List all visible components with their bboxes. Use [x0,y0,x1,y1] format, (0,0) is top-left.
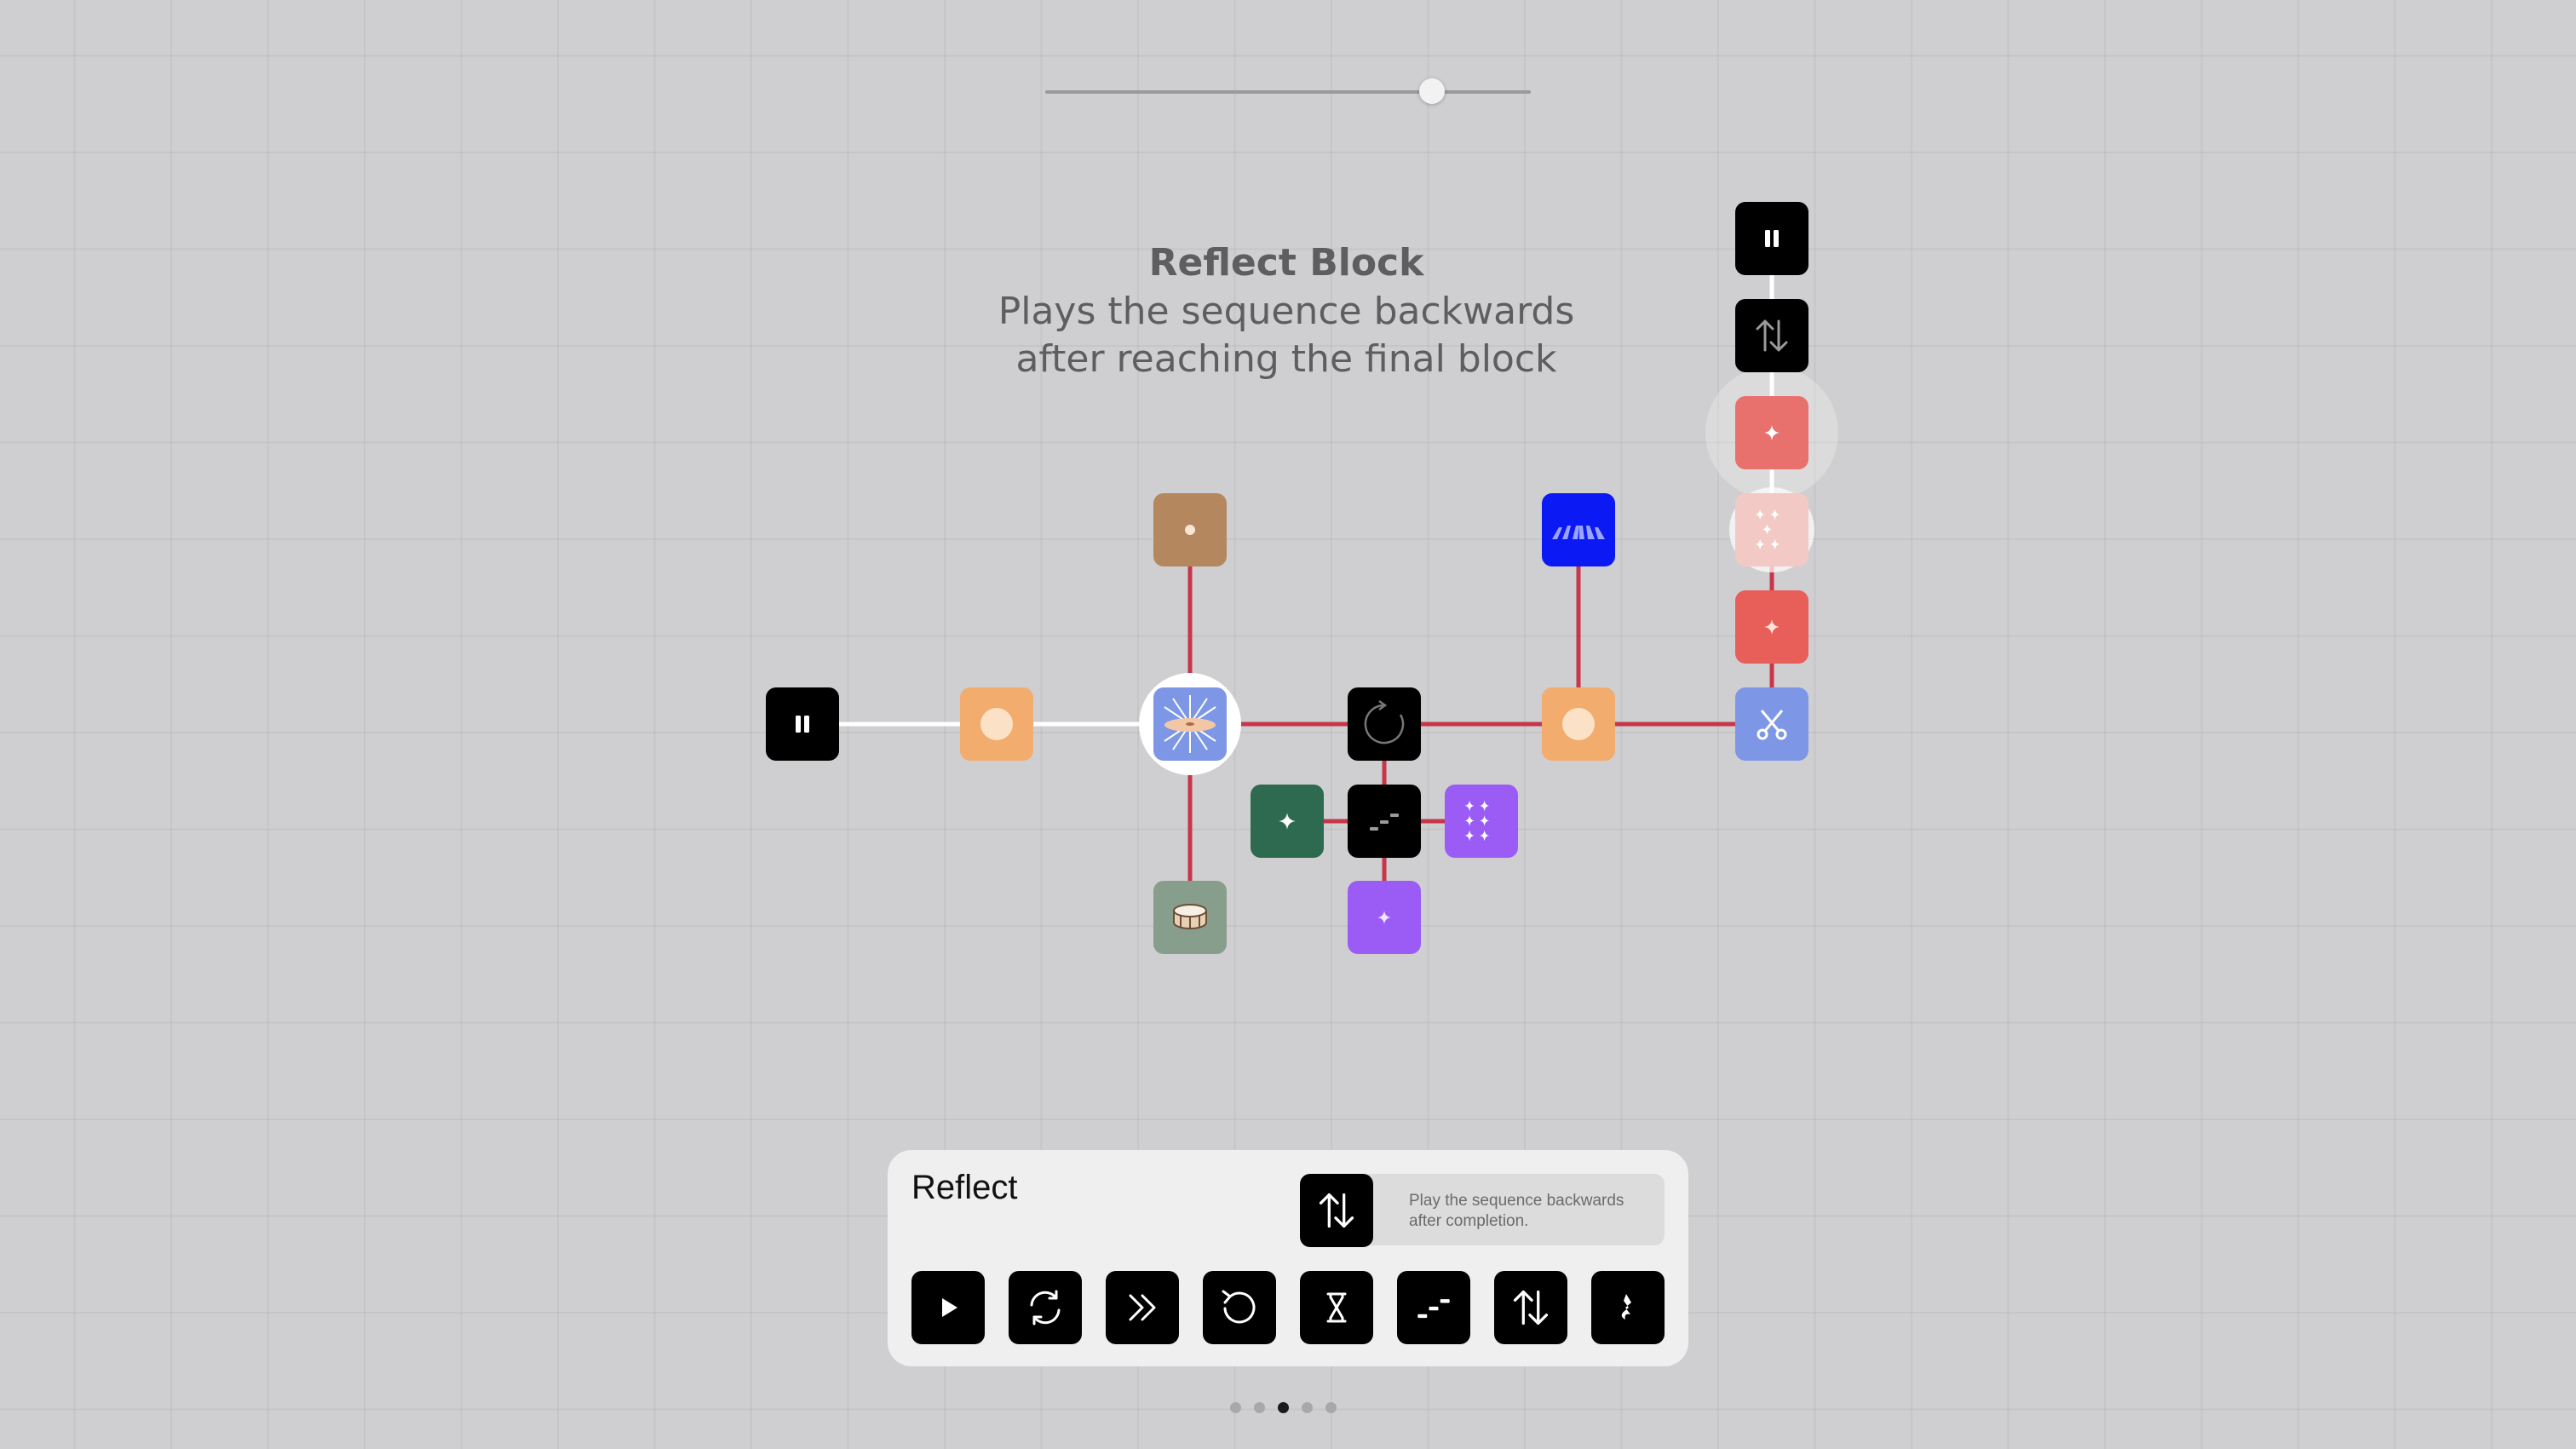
ramp-block[interactable] [1348,785,1421,858]
block-description-line-1: Plays the sequence backwards [998,290,1575,333]
tone-block-brown[interactable] [1153,493,1227,566]
pause-icon [1765,230,1779,247]
block-info-header: Reflect Block Plays the sequence backwar… [903,239,1670,383]
tone-block-orange[interactable] [1542,687,1615,761]
page-dot[interactable] [1302,1402,1313,1413]
tone-block-orange[interactable] [960,687,1033,761]
loop-icon [1030,1290,1061,1325]
pause-block[interactable] [766,687,839,761]
cymbal-block[interactable] [1153,687,1227,761]
rest-icon [1621,1294,1631,1320]
reflect-icon [1319,1193,1354,1228]
block-palette-panel: Reflect Play the sequence backwards afte… [888,1150,1688,1366]
hourglass-icon [1326,1292,1347,1323]
reflect-icon [1513,1290,1549,1325]
dot-icon [1185,525,1195,535]
fast-forward-tool-button[interactable] [1106,1271,1179,1344]
sparkle-icon [1763,424,1780,441]
restart-icon [1222,1290,1256,1324]
block-description-line-2: after reaching the final block [1015,337,1557,381]
wave-block[interactable] [1542,493,1615,566]
wave-icon [1552,526,1605,539]
info-line-2: after completion. [1409,1212,1529,1230]
page-dot-active[interactable] [1278,1402,1289,1413]
sparkle-grid-block-pink[interactable] [1735,493,1808,566]
circle-icon [1562,708,1595,740]
drum-icon [1173,904,1207,929]
selected-block-icon [1300,1174,1373,1247]
reflect-icon [1756,319,1788,352]
block-title: Reflect Block [1148,241,1424,285]
ramp-tool-button[interactable] [1397,1271,1470,1344]
loop-tool-button[interactable] [1009,1271,1082,1344]
restart-tool-button[interactable] [1203,1271,1276,1344]
fast-forward-icon [1129,1294,1156,1321]
cymbal-icon [1164,695,1216,753]
rest-tool-button[interactable] [1591,1271,1665,1344]
sparkle-icon [1763,618,1780,635]
scissors-icon [1757,710,1787,740]
sparkle-block-red[interactable] [1735,590,1808,664]
sparkle-grid-icon [1755,509,1780,550]
loop-icon [1364,700,1405,745]
sparkle-block-red[interactable] [1735,396,1808,469]
sparkle-grid-block-purple[interactable] [1445,785,1518,858]
play-icon [942,1298,957,1317]
page-dot[interactable] [1254,1402,1265,1413]
slider-knob[interactable] [1419,78,1445,104]
info-line-1: Play the sequence backwards [1409,1192,1624,1210]
ramp-icon [1417,1299,1450,1319]
tempo-slider[interactable] [1045,78,1531,104]
pause-icon [796,716,809,733]
page-dot[interactable] [1325,1402,1337,1413]
timer-tool-button[interactable] [1300,1271,1373,1344]
drum-block[interactable] [1153,881,1227,954]
sparkle-icon [1377,910,1392,925]
loop-block[interactable] [1348,687,1421,761]
panel-title: Reflect [911,1169,1018,1206]
play-tool-button[interactable] [911,1271,985,1344]
sparkle-icon [1279,813,1296,830]
block-info-text: Play the sequence backwards after comple… [1409,1191,1656,1232]
sparkle-block-purple[interactable] [1348,881,1421,954]
block-info-card: Play the sequence backwards after comple… [1300,1174,1665,1247]
reflect-block[interactable] [1735,299,1808,372]
circle-icon [980,708,1013,740]
sparkle-grid-icon [1464,800,1490,842]
pause-block[interactable] [1735,202,1808,275]
ramp-icon [1370,814,1399,831]
scissors-block[interactable] [1735,687,1808,761]
sparkle-block-green[interactable] [1251,785,1324,858]
page-dot[interactable] [1230,1402,1241,1413]
reflect-tool-button[interactable] [1494,1271,1567,1344]
